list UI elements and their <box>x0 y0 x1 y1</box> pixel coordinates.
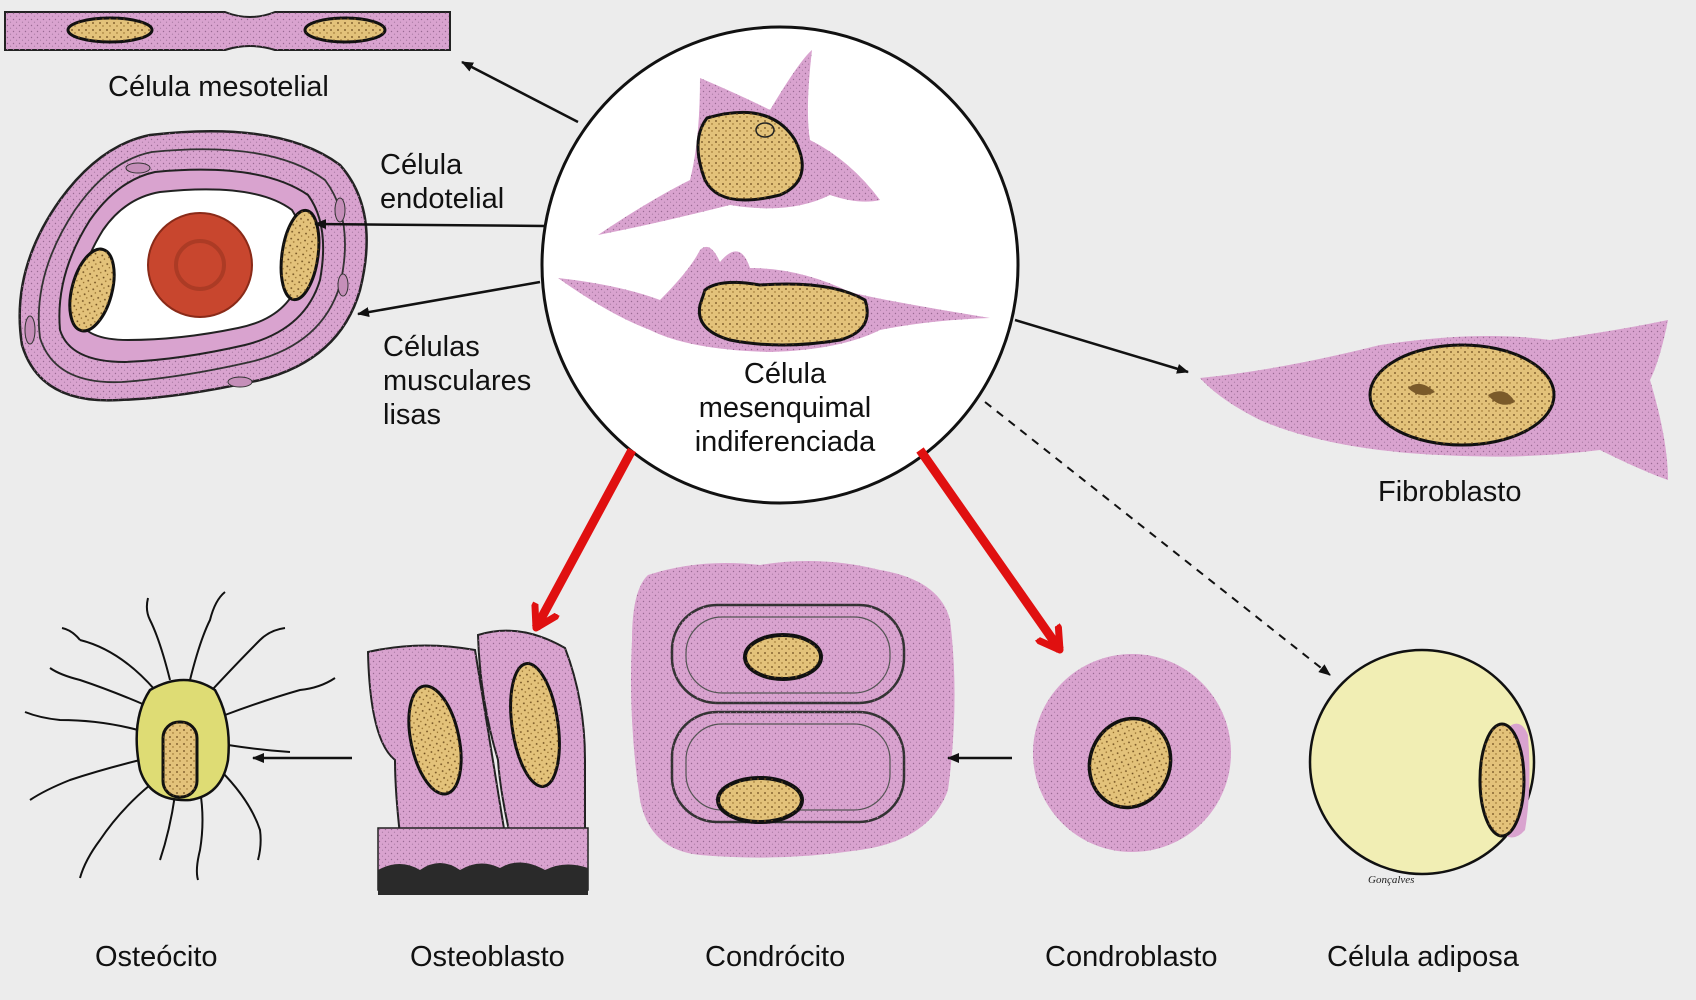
osteoblast-cells <box>368 631 588 895</box>
blood-vessel <box>20 131 367 400</box>
chondroblast-cell <box>1033 654 1231 852</box>
label-mesenchymal-line1: Célula <box>640 357 930 391</box>
label-mesenchymal: Célula mesenquimal indiferenciada <box>640 357 930 459</box>
fibroblast-cell <box>1200 320 1668 480</box>
mesothelial-cell <box>5 12 450 50</box>
label-mesenchymal-line3: indiferenciada <box>640 425 930 459</box>
label-mesothelial: Célula mesotelial <box>108 70 329 104</box>
label-fibroblast: Fibroblasto <box>1378 475 1521 509</box>
label-chondrocyte: Condrócito <box>705 940 845 974</box>
label-smooth-muscle-line1: Células <box>383 330 531 364</box>
label-adipose: Célula adiposa <box>1327 940 1519 974</box>
label-smooth-muscle-line2: musculares <box>383 364 531 398</box>
chondrocyte-cell <box>631 561 955 858</box>
osteocyte-body <box>137 680 229 800</box>
label-endothelial-line1: Célula <box>380 148 504 182</box>
erythrocyte <box>148 213 252 317</box>
red-arrow-osteoblast <box>536 450 632 628</box>
adipose-cell <box>1310 650 1534 874</box>
label-smooth-muscle-line3: lisas <box>383 398 531 432</box>
label-osteocyte: Osteócito <box>95 940 218 974</box>
artist-signature: Gonçalves <box>1368 874 1414 886</box>
label-smooth-muscle: Células musculares lisas <box>383 330 531 432</box>
label-endothelial: Célula endotelial <box>380 148 504 216</box>
label-osteoblast: Osteoblasto <box>410 940 565 974</box>
label-chondroblast: Condroblasto <box>1045 940 1218 974</box>
label-mesenchymal-line2: mesenquimal <box>640 391 930 425</box>
label-endothelial-line2: endotelial <box>380 182 504 216</box>
